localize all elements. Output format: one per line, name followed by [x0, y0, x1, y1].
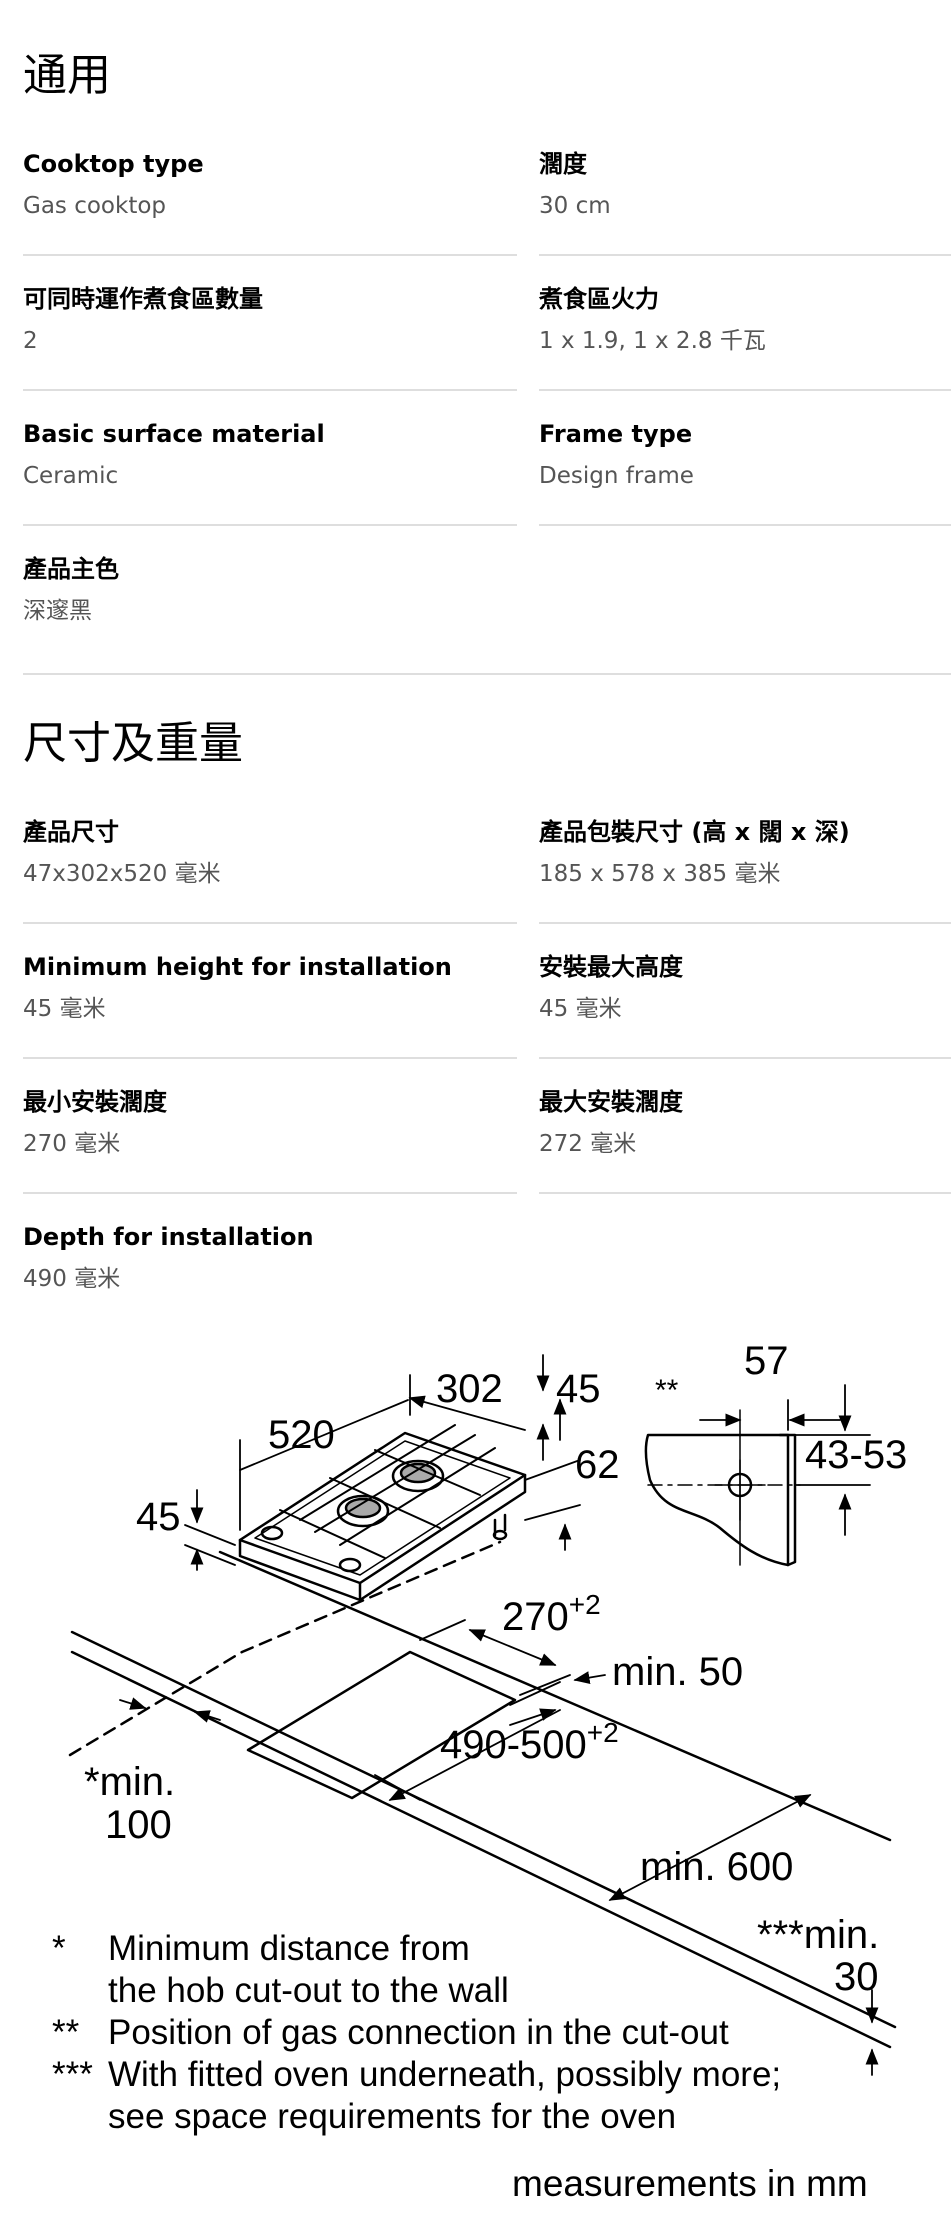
spec-frame-type: Frame type Design frame — [539, 420, 694, 490]
spec-label: 煮食區火力 — [539, 285, 659, 313]
spec-value: 深邃黑 — [23, 597, 92, 624]
spec-label: 濶度 — [539, 150, 587, 178]
dim-min-600: min. 600 — [640, 1845, 793, 1889]
spec-value: 185 x 578 x 385 毫米 — [539, 860, 781, 887]
divider — [23, 524, 517, 526]
spec-label: Basic surface material — [23, 420, 325, 448]
section-divider — [23, 673, 951, 675]
spec-label: 安裝最大高度 — [539, 953, 683, 981]
spec-label: Frame type — [539, 420, 693, 448]
spec-max-install-width: 最大安裝濶度 272 毫米 — [539, 1088, 683, 1158]
spec-value: 45 毫米 — [539, 995, 622, 1022]
note-marker: ** — [52, 2013, 80, 2052]
spec-install-depth: Depth for installation 490 毫米 — [23, 1223, 314, 1293]
spec-zone-power: 煮食區火力 1 x 1.9, 1 x 2.8 千瓦 — [539, 285, 766, 355]
spec-width: 濶度 30 cm — [539, 150, 611, 220]
spec-value: 1 x 1.9, 1 x 2.8 千瓦 — [539, 327, 766, 354]
dim-45-top: 45 — [556, 1367, 601, 1411]
dim-gas-marker: ** — [655, 1374, 679, 1407]
spec-value: 45 毫米 — [23, 995, 106, 1022]
divider — [539, 524, 951, 526]
note-line: With fitted oven underneath, possibly mo… — [108, 2055, 781, 2094]
dim-520: 520 — [268, 1413, 335, 1457]
gas-connection-detail — [644, 1409, 801, 1567]
dim-302: 302 — [436, 1367, 503, 1411]
dim-62: 62 — [575, 1443, 620, 1487]
diagram-notes: * Minimum distance from the hob cut-out … — [52, 1929, 781, 2136]
dim-57: 57 — [744, 1339, 789, 1383]
spec-label: Depth for installation — [23, 1223, 314, 1251]
dim-490-500: 490-500+2 — [440, 1717, 619, 1767]
spec-value: Gas cooktop — [23, 192, 167, 219]
spec-min-install-width: 最小安裝濶度 270 毫米 — [23, 1088, 167, 1158]
spec-value: Design frame — [539, 462, 694, 489]
spec-value: 30 cm — [539, 192, 611, 219]
dim-270: 270+2 — [502, 1589, 601, 1639]
spec-label: Minimum height for installation — [23, 953, 452, 981]
hob-illustration — [238, 1424, 527, 1602]
dim-43-53: 43-53 — [805, 1433, 907, 1477]
dim-270-tolerance: +2 — [569, 1589, 601, 1620]
note-marker: * — [52, 1929, 66, 1968]
spec-label: Cooktop type — [23, 150, 204, 178]
spec-label: 可同時運作煮食區數量 — [23, 285, 263, 313]
dim-490-value: 490-500 — [440, 1723, 587, 1767]
note-marker: *** — [52, 2055, 93, 2094]
divider — [23, 254, 517, 256]
divider — [539, 1057, 951, 1059]
dim-270-value: 270 — [502, 1595, 569, 1639]
dim-min-30-value: 30 — [834, 1955, 879, 1999]
dim-490-tolerance: +2 — [587, 1717, 619, 1748]
spec-value: 47x302x520 毫米 — [23, 860, 221, 887]
spec-value: 490 毫米 — [23, 1265, 121, 1292]
spec-package-dimensions: 產品包裝尺寸 (高 x 闊 x 深) 185 x 578 x 385 毫米 — [539, 818, 850, 888]
spec-value: Ceramic — [23, 462, 119, 489]
spec-cooktop-type: Cooktop type Gas cooktop — [23, 150, 204, 220]
spec-value: 272 毫米 — [539, 1130, 637, 1157]
note-line: see space requirements for the oven — [108, 2097, 676, 2136]
divider — [23, 389, 517, 391]
spec-surface-material: Basic surface material Ceramic — [23, 420, 325, 490]
spec-label: 最大安裝濶度 — [539, 1088, 683, 1116]
spec-label: 產品主色 — [23, 555, 119, 583]
unit-note: measurements in mm — [512, 2163, 868, 2204]
note-line: the hob cut-out to the wall — [108, 1971, 509, 2010]
dim-45-left: 45 — [136, 1495, 181, 1539]
divider — [23, 1192, 517, 1194]
spec-label: 產品尺寸 — [23, 818, 119, 846]
spec-value: 270 毫米 — [23, 1130, 121, 1157]
spec-label: 產品包裝尺寸 (高 x 闊 x 深) — [539, 818, 850, 846]
spec-cooking-zones: 可同時運作煮食區數量 2 — [23, 285, 263, 355]
spec-main-colour: 產品主色 深邃黑 — [23, 555, 119, 625]
spec-product-dimensions: 產品尺寸 47x302x520 毫米 — [23, 818, 221, 888]
divider — [23, 922, 517, 924]
spec-min-install-height: Minimum height for installation 45 毫米 — [23, 953, 452, 1023]
note-line: Minimum distance from — [108, 1929, 470, 1968]
dimension-lines — [119, 1354, 879, 2076]
dim-min-50: min. 50 — [612, 1650, 743, 1694]
dim-min-100-label: *min. — [84, 1760, 175, 1804]
divider — [539, 922, 951, 924]
installation-diagram: 302 45 57 ** 520 62 43-53 45 270+2 min. … — [52, 1339, 907, 2204]
section-title-dimensions: 尺寸及重量 — [23, 718, 243, 769]
note-line: Position of gas connection in the cut-ou… — [108, 2013, 729, 2052]
divider — [539, 1192, 951, 1194]
spec-label: 最小安裝濶度 — [23, 1088, 167, 1116]
divider — [539, 389, 951, 391]
spec-value: 2 — [23, 327, 38, 354]
divider — [539, 254, 951, 256]
dim-min-30-label: ***min. — [757, 1913, 879, 1957]
section-title-general: 通用 — [23, 50, 111, 101]
divider — [23, 1057, 517, 1059]
spec-max-install-height: 安裝最大高度 45 毫米 — [539, 953, 683, 1023]
dim-min-100-value: 100 — [105, 1803, 172, 1847]
